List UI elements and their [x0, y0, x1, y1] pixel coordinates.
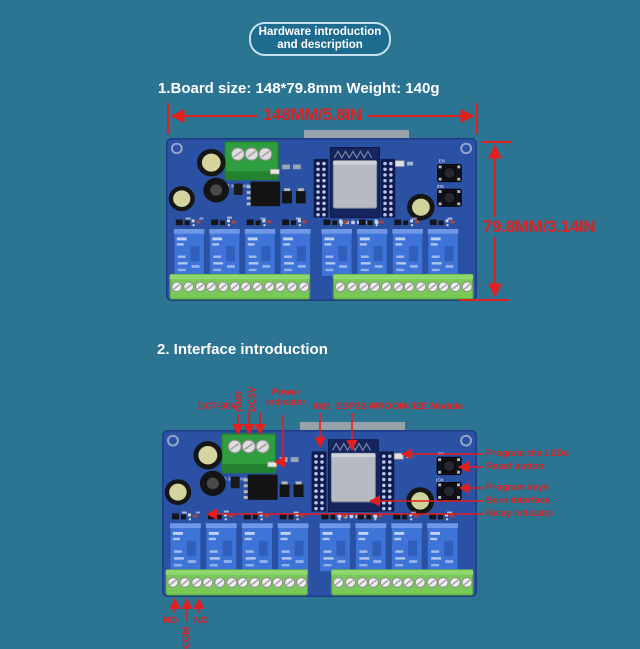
banner-line2: and description	[277, 39, 363, 51]
banner-line1: Hardware introduction	[258, 26, 382, 38]
label-nc: NC	[194, 615, 208, 626]
label-io-pin: IO23	[313, 402, 331, 411]
label-dc5v: DC5V	[247, 386, 258, 412]
board-width-dimension-label: 148MM/5.8IN	[258, 105, 367, 125]
label-no: NO	[163, 615, 178, 626]
label-program-leds: Program the LEDs	[486, 448, 569, 459]
hardware-intro-banner: Hardware introduction and description	[249, 22, 391, 56]
label-esp32-module: ESP32-WROOM-32E Module	[336, 401, 464, 412]
label-program-keys: Program keys	[486, 482, 549, 493]
interface-heading: 2. Interface introduction	[157, 341, 328, 358]
label-relay-indicator: Relay indicator	[486, 508, 555, 519]
label-reset-button: Reset button	[486, 461, 545, 472]
label-burn-interface: Burn interface	[486, 495, 551, 506]
pcb-photo-dimensions	[166, 130, 477, 301]
pcb-illustration-top	[166, 138, 477, 301]
pcb-illustration-bottom	[162, 430, 477, 597]
label-com: COM	[181, 626, 192, 649]
board-height-dimension-label: 79.8MM/3.14IN	[478, 217, 601, 237]
board-size-heading: 1.Board size: 148*79.8mm Weight: 140g	[158, 80, 440, 97]
label-power-indicator: Power Indicator	[265, 387, 307, 409]
label-power-in: DC7-30V	[198, 401, 238, 412]
pcb-photo-interface	[162, 422, 477, 597]
photo-background-strip	[304, 130, 409, 140]
label-gnd: GND	[234, 390, 245, 412]
